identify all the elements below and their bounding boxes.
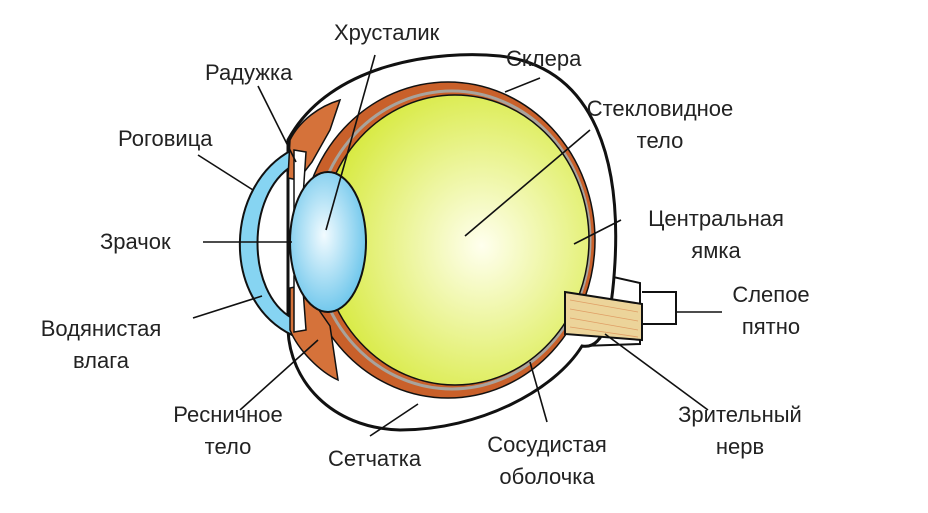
label-sclera: Склера <box>506 46 582 71</box>
label-fovea-line1: Центральная <box>648 206 784 231</box>
label-vitreous-line2: тело <box>636 128 684 153</box>
label-ciliary-line2: тело <box>204 434 252 459</box>
lens <box>289 171 367 313</box>
label-aqueous-humor: Водянистая влага <box>16 316 186 374</box>
label-choroid: Сосудистая оболочка <box>462 432 632 490</box>
pointer-ciliary-body <box>239 339 319 411</box>
pointer-choroid <box>529 361 548 423</box>
label-fovea: Центральная ямка <box>622 206 810 264</box>
label-fovea-line2: ямка <box>691 238 741 263</box>
label-iris: Радужка <box>205 60 293 85</box>
label-lens: Хрусталик <box>334 20 440 45</box>
pointer-lens <box>325 54 376 231</box>
optic-nerve <box>564 290 643 342</box>
label-choroid-line1: Сосудистая <box>487 432 607 457</box>
label-ciliary-body: Ресничное тело <box>148 402 308 460</box>
pointer-retina <box>369 403 419 437</box>
label-aqueous-line1: Водянистая <box>40 316 162 341</box>
blind-spot-bracket <box>642 291 677 325</box>
pointer-vitreous <box>464 129 591 237</box>
label-optic-nerve-line1: Зрительный <box>678 402 802 427</box>
pointer-optic-nerve <box>604 333 709 411</box>
label-choroid-line2: оболочка <box>499 464 595 489</box>
optic-nerve-fiber <box>569 317 639 331</box>
optic-nerve-fiber <box>569 326 639 338</box>
label-optic-nerve: Зрительный нерв <box>650 402 830 460</box>
label-vitreous-line1: Стекловидное <box>586 96 734 121</box>
label-blind-spot-line1: Слепое <box>732 282 810 307</box>
label-optic-nerve-line2: нерв <box>715 434 765 459</box>
pointer-sclera <box>504 77 541 93</box>
label-blind-spot-line2: пятно <box>741 314 801 339</box>
label-aqueous-line2: влага <box>72 348 130 373</box>
label-retina: Сетчатка <box>328 446 422 471</box>
pointer-cornea <box>197 154 254 191</box>
pointer-lines <box>192 54 722 437</box>
label-cornea: Роговица <box>118 126 213 151</box>
label-ciliary-line1: Ресничное <box>173 402 283 427</box>
optic-nerve-fiber <box>569 308 639 322</box>
pointer-fovea <box>573 219 622 245</box>
pointer-iris <box>257 85 297 163</box>
pointer-aqueous <box>192 295 263 319</box>
optic-nerve-fiber <box>569 299 639 313</box>
label-pupil: Зрачок <box>100 229 171 254</box>
label-blind-spot: Слепое пятно <box>716 282 826 340</box>
label-vitreous-body: Стекловидное тело <box>566 96 754 154</box>
